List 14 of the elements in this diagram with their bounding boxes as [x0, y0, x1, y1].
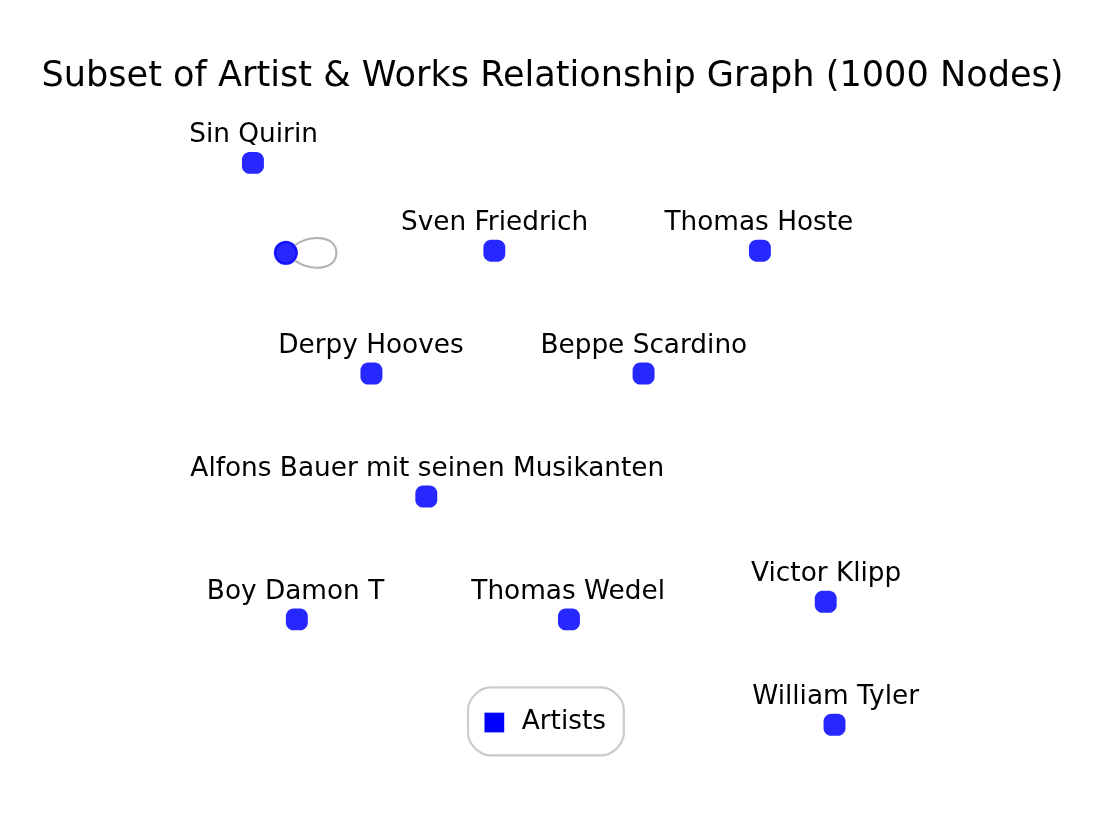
node-circle: [273, 240, 298, 265]
connector: [294, 237, 338, 269]
node-label: Sin Quirin: [189, 118, 318, 149]
node-label: Derpy Hooves: [278, 328, 464, 359]
node-label: Sven Friedrich: [401, 206, 589, 237]
node-label: Thomas Wedel: [471, 574, 665, 605]
node-label: Beppe Scardino: [540, 328, 748, 359]
legend-label: Artists: [521, 705, 607, 736]
node-label: Alfons Bauer mit seinen Musikanten: [190, 451, 665, 482]
diagram-title: Subset of Artist & Works Relationship Graph (1000 Nodes): [41, 52, 1064, 94]
node-label: William Tyler: [752, 680, 919, 711]
node-label: Victor Klipp: [751, 557, 902, 588]
node-label: Thomas Hoste: [664, 206, 854, 237]
node-label: Boy Damon T: [206, 574, 385, 605]
